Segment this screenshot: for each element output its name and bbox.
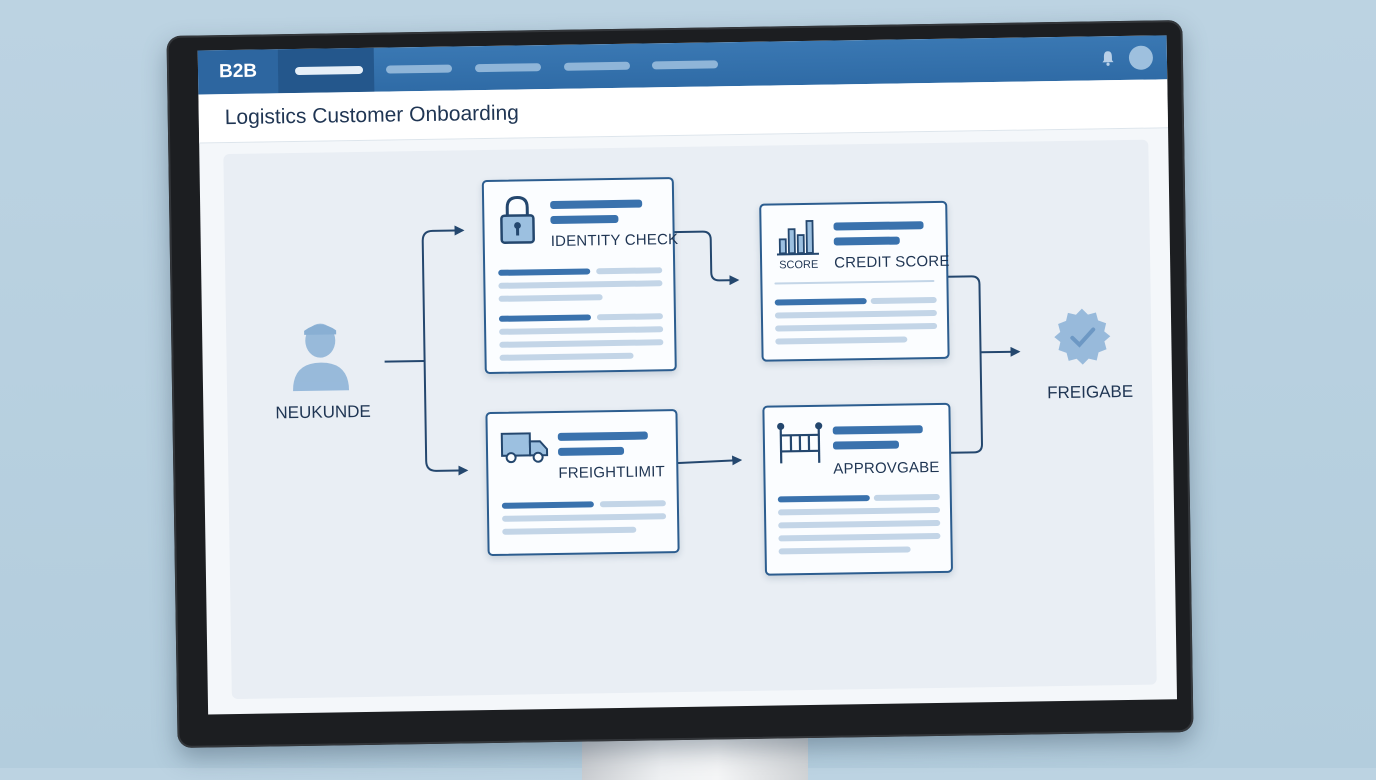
step-card-freightlimit[interactable]: FREIGHTLIMIT: [485, 409, 680, 557]
text-placeholder: [499, 339, 664, 348]
truck-icon: [500, 432, 549, 464]
app-logo[interactable]: B2B: [197, 49, 279, 95]
text-placeholder: [775, 336, 908, 345]
nav-tab-4[interactable]: [563, 61, 631, 71]
text-placeholder: [502, 526, 637, 535]
step-label-freightlimit: FREIGHTLIMIT: [558, 463, 666, 482]
nav-tab-3[interactable]: [474, 63, 542, 73]
text-placeholder: [498, 280, 663, 289]
lock-icon: [500, 196, 535, 244]
text-placeholder: [596, 267, 663, 275]
text-placeholder: [550, 199, 643, 210]
bar-chart-icon: [776, 219, 819, 256]
approved-badge-icon: [1054, 308, 1111, 365]
text-placeholder: [777, 495, 870, 503]
nav-tab-1[interactable]: [294, 65, 364, 76]
user-avatar[interactable]: [1128, 45, 1154, 70]
text-placeholder: [774, 309, 937, 319]
text-placeholder: [501, 501, 594, 509]
divider: [774, 279, 935, 285]
text-placeholder: [498, 268, 591, 276]
text-placeholder: [557, 431, 648, 441]
step-card-identity-check[interactable]: IDENTITY CHECK: [481, 177, 679, 375]
text-placeholder: [499, 352, 634, 361]
text-placeholder: [832, 440, 900, 450]
start-node-label: NEUKUNDE: [275, 401, 371, 423]
nav-tab-5[interactable]: [651, 60, 719, 70]
end-node-label: FREIGABE: [1047, 381, 1134, 403]
text-placeholder: [502, 513, 667, 522]
text-placeholder: [499, 326, 664, 335]
step-card-approval[interactable]: APPROVGABE: [762, 402, 953, 576]
workflow-connectors: [384, 225, 1021, 476]
text-placeholder: [832, 425, 923, 435]
step-card-credit-score[interactable]: SCORE CREDIT SCORE: [759, 200, 950, 362]
text-placeholder: [599, 500, 666, 508]
text-placeholder: [833, 221, 924, 231]
step-label-approval: APPROVGABE: [833, 458, 940, 478]
text-placeholder: [778, 532, 941, 542]
monitor-bezel: B2B Logistics Customer Onboarding: [166, 20, 1194, 748]
text-placeholder: [873, 493, 940, 501]
bell-icon[interactable]: [1101, 50, 1115, 66]
text-placeholder: [498, 294, 603, 302]
person-icon: [293, 323, 350, 392]
icon-caption-score: SCORE: [779, 258, 819, 272]
text-placeholder: [774, 298, 867, 306]
page-title: Logistics Customer Onboarding: [224, 101, 520, 130]
text-placeholder: [833, 236, 900, 246]
text-placeholder: [778, 519, 941, 529]
text-placeholder: [550, 214, 619, 225]
text-placeholder: [777, 506, 941, 516]
top-nav-bar: B2B: [197, 35, 1168, 95]
gate-icon: [777, 422, 823, 464]
screen: B2B Logistics Customer Onboarding: [197, 35, 1178, 715]
step-label-credit-score: CREDIT SCORE: [833, 252, 950, 272]
text-placeholder: [778, 546, 911, 555]
nav-tab-2[interactable]: [385, 64, 453, 74]
text-placeholder: [498, 314, 591, 322]
workflow-canvas: NEUKUNDE IDENTITY CHECK: [223, 139, 1157, 700]
step-label-identity-check: IDENTITY CHECK: [550, 231, 679, 251]
text-placeholder: [775, 322, 938, 332]
text-placeholder: [596, 313, 663, 321]
text-placeholder: [557, 446, 625, 456]
text-placeholder: [870, 296, 937, 304]
